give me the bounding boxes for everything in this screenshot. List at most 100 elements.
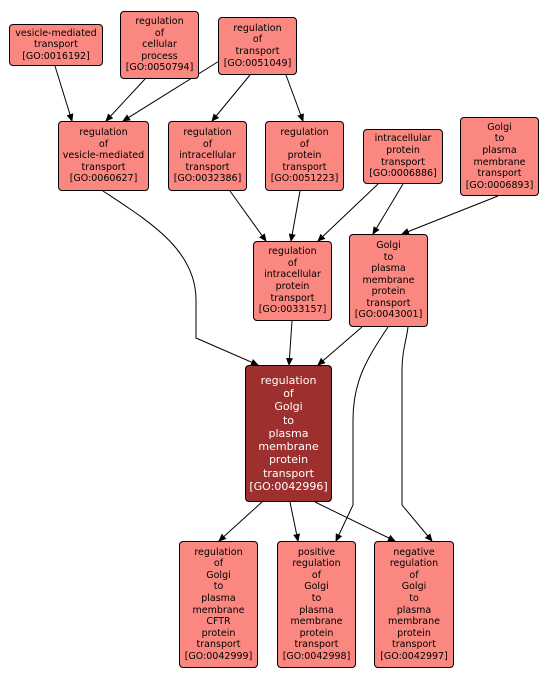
node-label-line: membrane (258, 440, 319, 454)
node-label-line: of (283, 387, 294, 401)
node-label-line: transport (235, 46, 280, 57)
node-label-line: Golgi (274, 400, 303, 414)
edge-cellular-to-regvesicle (105, 78, 146, 122)
node-label-line: regulation (292, 558, 341, 570)
node-label-line: of (252, 34, 263, 46)
node-label-line: transport (366, 297, 411, 309)
node-label-line: of (409, 569, 419, 581)
node-label-line: protein (201, 627, 236, 639)
node-label-line: regulation (233, 22, 282, 34)
node-label-line: regulation (260, 374, 317, 388)
node-label-line: transport (81, 161, 126, 173)
edge-transport-to-regvesicle (122, 57, 225, 122)
node-label-line: transport (477, 168, 522, 180)
node-label-line: vesicle-mediated (15, 27, 97, 39)
edge-focus-to-cftr (218, 501, 263, 542)
node-label-line: protein (371, 286, 406, 298)
node-label-line: to (282, 413, 295, 427)
node-label-line: protein (268, 453, 309, 467)
edge-golgiprotein-to-focus (317, 326, 363, 366)
edge-transport-to-regintracellular (211, 74, 251, 122)
node-label-line: Golgi (401, 581, 427, 593)
node-label-line: plasma (268, 426, 309, 440)
node-label-line: Golgi (304, 581, 329, 593)
node-label-line: negative (393, 546, 435, 558)
node-label-line: to (213, 581, 224, 593)
edge-intraprotein-to-regintraprotein (317, 183, 379, 242)
node-label-line: cellular (142, 39, 177, 51)
node-go-id: [GO:0033157] (258, 304, 327, 316)
node-label-line: transport (294, 639, 339, 651)
node-go-id: [GO:0050794] (125, 62, 194, 74)
edge-golgiprotein-to-negative (401, 326, 433, 542)
node-label-line: transport (196, 639, 241, 651)
edge-regintraprotein-to-focus (285, 320, 293, 366)
node-go-id: [GO:0016192] (22, 50, 90, 62)
node-label-line: of (154, 27, 165, 39)
node-label-line: of (213, 558, 224, 570)
node-label-line: plasma (482, 144, 517, 156)
node-label-line: regulation (79, 127, 128, 139)
node-label-line: protein (287, 150, 322, 162)
edge-regvesicle-to-focus (102, 190, 259, 366)
node-label-line: transport (263, 466, 314, 480)
node-label-line: plasma (371, 263, 406, 275)
node-label-line: membrane (290, 616, 343, 628)
node-label-line: of (299, 138, 310, 150)
node-label-line: to (409, 592, 419, 604)
node-label-line: transport (270, 292, 315, 304)
node-go-id: [GO:0042999] (184, 650, 253, 662)
node-go-id: [GO:0042997] (380, 650, 448, 662)
node-label-line: regulation (183, 127, 232, 139)
node-label-line: CFTR (206, 616, 231, 628)
edge-golgitransport-to-golgiprotein (401, 195, 499, 235)
node-label-line: membrane (362, 274, 415, 286)
node-go-id: [GO:0032386] (173, 173, 242, 185)
node-label-line: intracellular (179, 150, 236, 162)
edge-golgiprotein-to-positive (335, 326, 389, 542)
node-label-line: protein (397, 627, 431, 639)
edge-intraprotein-to-golgiprotein (372, 183, 404, 235)
node-go-id: [GO:0042996] (249, 479, 328, 493)
node-label-line: intracellular (264, 269, 321, 281)
node-label-line: intracellular (374, 133, 432, 145)
node-go-id: [GO:0042998] (282, 650, 351, 662)
node-label-line: membrane (473, 156, 526, 168)
node-label-line: protein (275, 281, 310, 292)
node-label-line: of (311, 569, 322, 581)
node-label-line: process (141, 50, 178, 62)
edge-transport-to-regprotein (285, 74, 304, 122)
node-label-line: Golgi (376, 239, 401, 251)
node-go-id: [GO:0051223] (270, 173, 339, 185)
node-label-line: of (287, 257, 298, 269)
node-label-line: regulation (194, 546, 243, 558)
node-label-line: regulation (389, 558, 439, 570)
node-go-id: [GO:0006893] (465, 179, 534, 191)
node-label-line: transport (185, 161, 230, 173)
edge-focus-to-positive (289, 501, 301, 542)
node-label-line: vesicle-mediated (62, 150, 145, 162)
node-label-line: plasma (201, 592, 236, 604)
edge-vesicle-to-regvesicle (54, 65, 74, 122)
node-label-line: to (494, 133, 505, 145)
node-label-line: to (383, 251, 394, 263)
node-go-id: [GO:0043001] (354, 309, 423, 321)
node-label-line: regulation (268, 246, 317, 258)
edge-regprotein-to-regintraprotein (288, 190, 301, 242)
node-label-line: regulation (135, 16, 184, 28)
node-go-id: [GO:0006886] (369, 168, 437, 180)
